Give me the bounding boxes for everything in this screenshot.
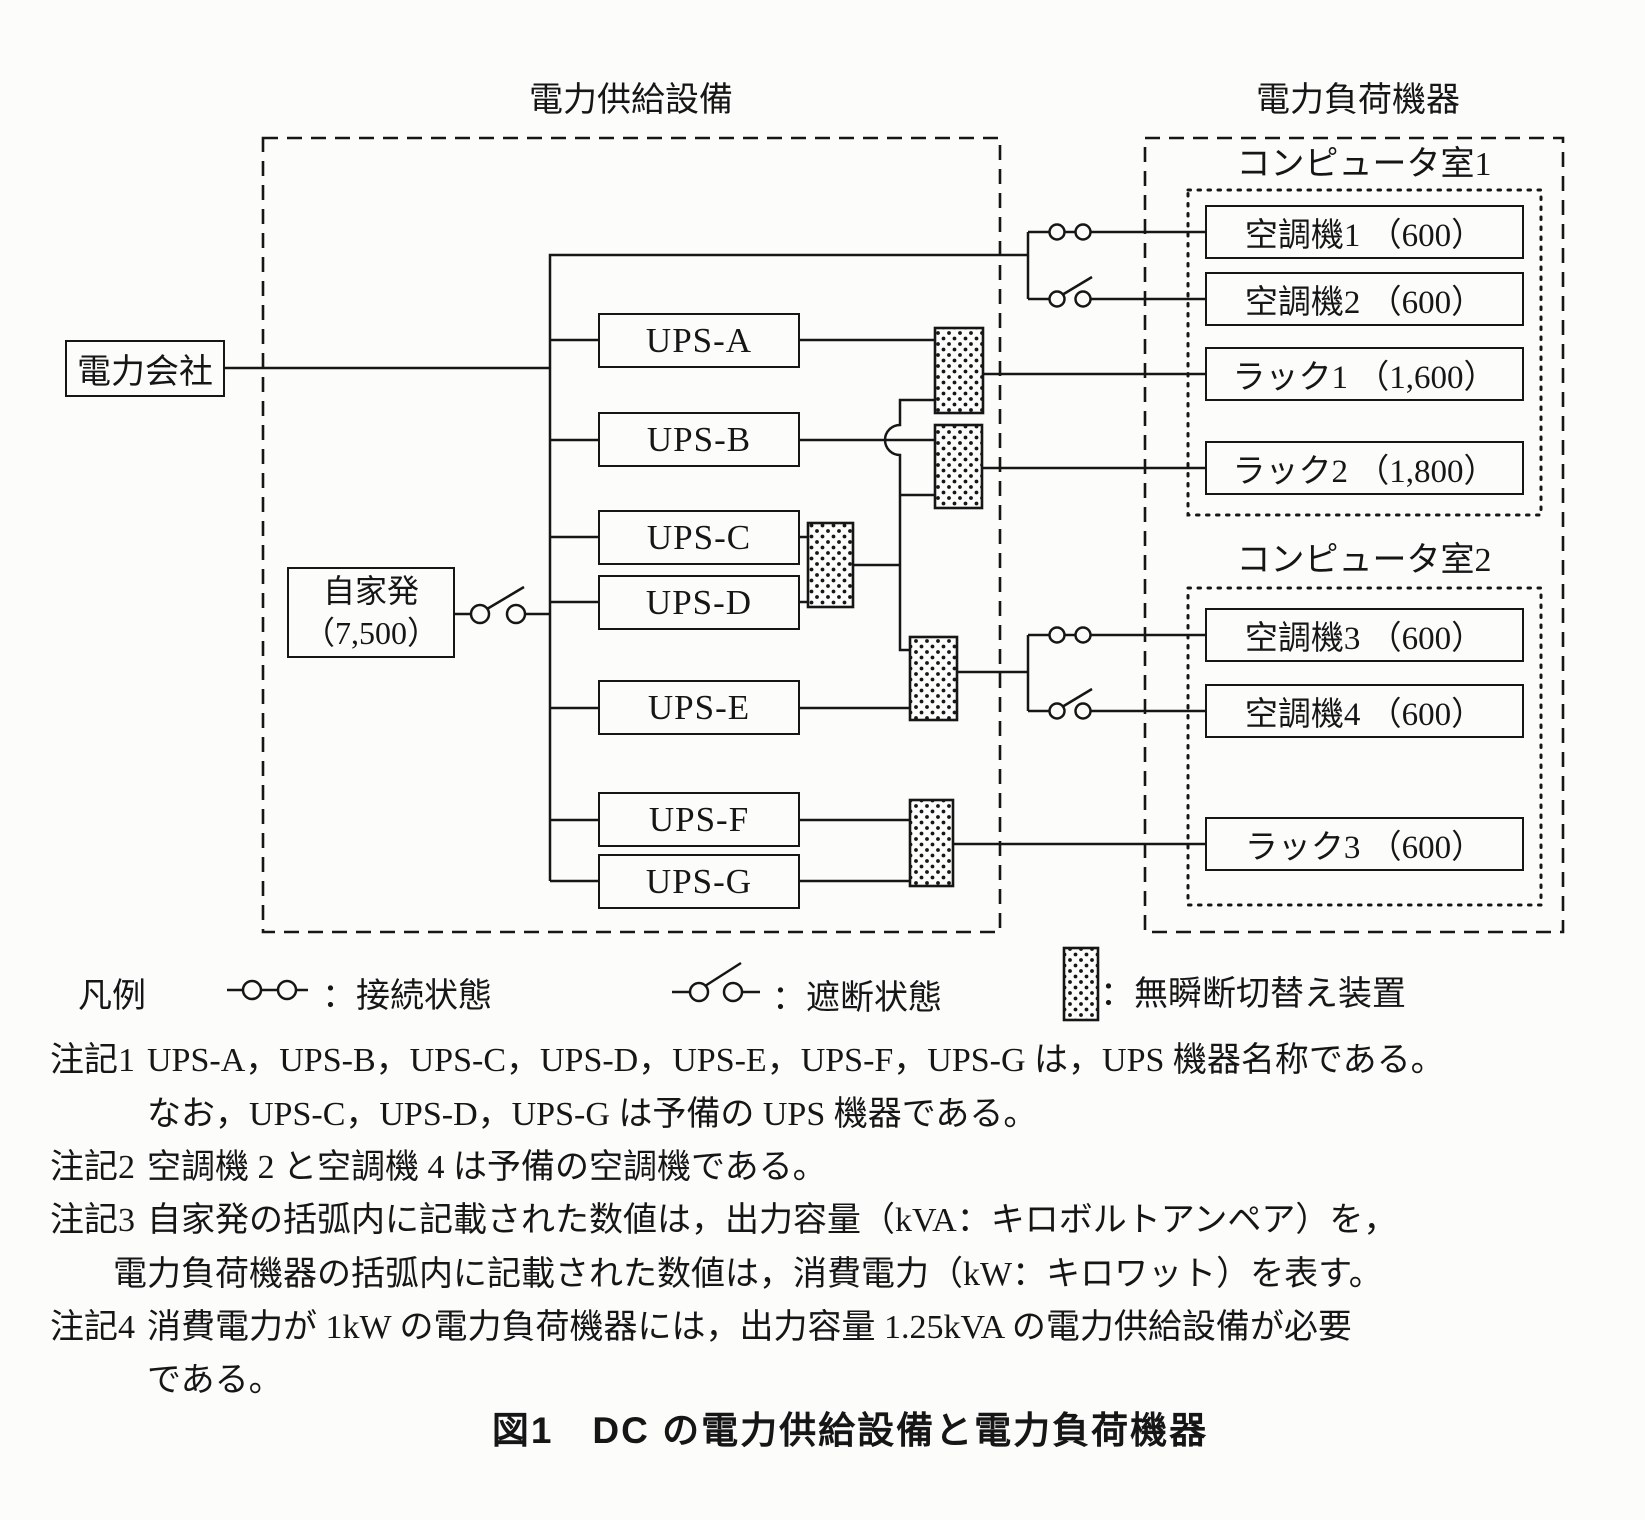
switch-open-generator-icon <box>469 603 527 625</box>
note4-tag: 注記4 <box>50 1309 135 1346</box>
ups-g-box: UPS-G <box>598 854 800 909</box>
computer-room2-dotted-box <box>1186 586 1543 907</box>
note2-tag: 注記2 <box>50 1149 135 1186</box>
generator-capacity: （7,500） <box>302 614 439 651</box>
note3-line1: 自家発の括弧内に記載された数値は，出力容量（kVA：キロボルトアンペア）を， <box>147 1202 1398 1239</box>
figure-caption: 図1 DC の電力供給設備と電力負荷機器 <box>491 1410 1209 1451</box>
aircon4-open-blade <box>1061 687 1093 709</box>
note1-line2: なお，UPS-C，UPS-D，UPS-G は予備の UPS 機器である。 <box>147 1096 1038 1133</box>
supply-section-title: 電力供給設備 <box>529 82 733 119</box>
sts-ups-cd-icon <box>806 521 855 609</box>
sts-rack2-icon <box>933 423 984 510</box>
note4-line1: 消費電力が 1kW の電力負荷機器には，出力容量 1.25kVA の電力供給設備… <box>147 1309 1352 1346</box>
legend-heading: 凡例 <box>78 978 146 1015</box>
legend-connected-label: ：接続状態 <box>322 978 492 1015</box>
power-company-box: 電力会社 <box>65 340 225 397</box>
switch-closed-aircon1-icon <box>1048 223 1092 241</box>
switch-open-aircon4-icon <box>1048 702 1092 720</box>
aircon2-open-blade <box>1061 275 1093 297</box>
ups-c-box: UPS-C <box>598 510 800 565</box>
legend-switch-open-icon <box>688 981 744 1003</box>
rack2-box: ラック2 （1,800） <box>1205 441 1524 495</box>
backup-bus-lower <box>898 565 910 652</box>
switch-closed-aircon3-icon <box>1048 626 1092 644</box>
note2-line1: 空調機 2 と空調機 4 は予備の空調機である。 <box>147 1149 827 1186</box>
generator-name: 自家発 <box>322 572 419 609</box>
legend-disconnected-blade <box>704 961 742 988</box>
ups-e-box: UPS-E <box>598 680 800 735</box>
computer-room1-title: コンピュータ室1 <box>1236 146 1492 183</box>
generator-box: 自家発 （7,500） <box>287 567 455 658</box>
ups-f-box: UPS-F <box>598 792 800 847</box>
sts-room2-aircon-icon <box>908 635 959 722</box>
note3-line2: 電力負荷機器の括弧内に記載された数値は，消費電力（kW：キロワット）を表す。 <box>113 1256 1383 1293</box>
aircon1-box: 空調機1 （600） <box>1205 205 1524 259</box>
supply-section-dashed-box <box>261 136 1002 934</box>
ups-a-box: UPS-A <box>598 313 800 368</box>
main-bus-line <box>548 253 1028 881</box>
aircon2-box: 空調機2 （600） <box>1205 272 1524 326</box>
note4-line2: である。 <box>147 1362 283 1399</box>
aircon3-box: 空調機3 （600） <box>1205 608 1524 662</box>
computer-room2-title: コンピュータ室2 <box>1236 542 1492 579</box>
sts-rack1-icon <box>933 326 985 415</box>
note1-tag: 注記1 <box>50 1042 135 1079</box>
legend-switch-closed-icon <box>241 979 298 1001</box>
load-section-dashed-box <box>1143 136 1565 934</box>
legend-disconnected-label: ：遮断状態 <box>772 980 942 1017</box>
switch-open-aircon2-icon <box>1048 290 1092 308</box>
note1-line1: UPS-A，UPS-B，UPS-C，UPS-D，UPS-E，UPS-F，UPS-… <box>147 1042 1445 1079</box>
rack3-box: ラック3 （600） <box>1205 817 1524 871</box>
ups-d-box: UPS-D <box>598 575 800 630</box>
rack1-box: ラック1 （1,600） <box>1205 347 1524 401</box>
note3-tag: 注記3 <box>50 1202 135 1239</box>
sts-rack3-icon <box>908 798 955 888</box>
legend-sts-label: ：無瞬断切替え装置 <box>1100 976 1406 1013</box>
legend-sts-icon <box>1062 946 1100 1022</box>
ups-b-box: UPS-B <box>598 412 800 467</box>
computer-room1-dotted-box <box>1186 188 1543 517</box>
backup-bus-upper-with-hop <box>883 398 935 565</box>
aircon4-box: 空調機4 （600） <box>1205 684 1524 738</box>
generator-open-blade <box>486 585 525 611</box>
load-section-title: 電力負荷機器 <box>1256 82 1460 119</box>
